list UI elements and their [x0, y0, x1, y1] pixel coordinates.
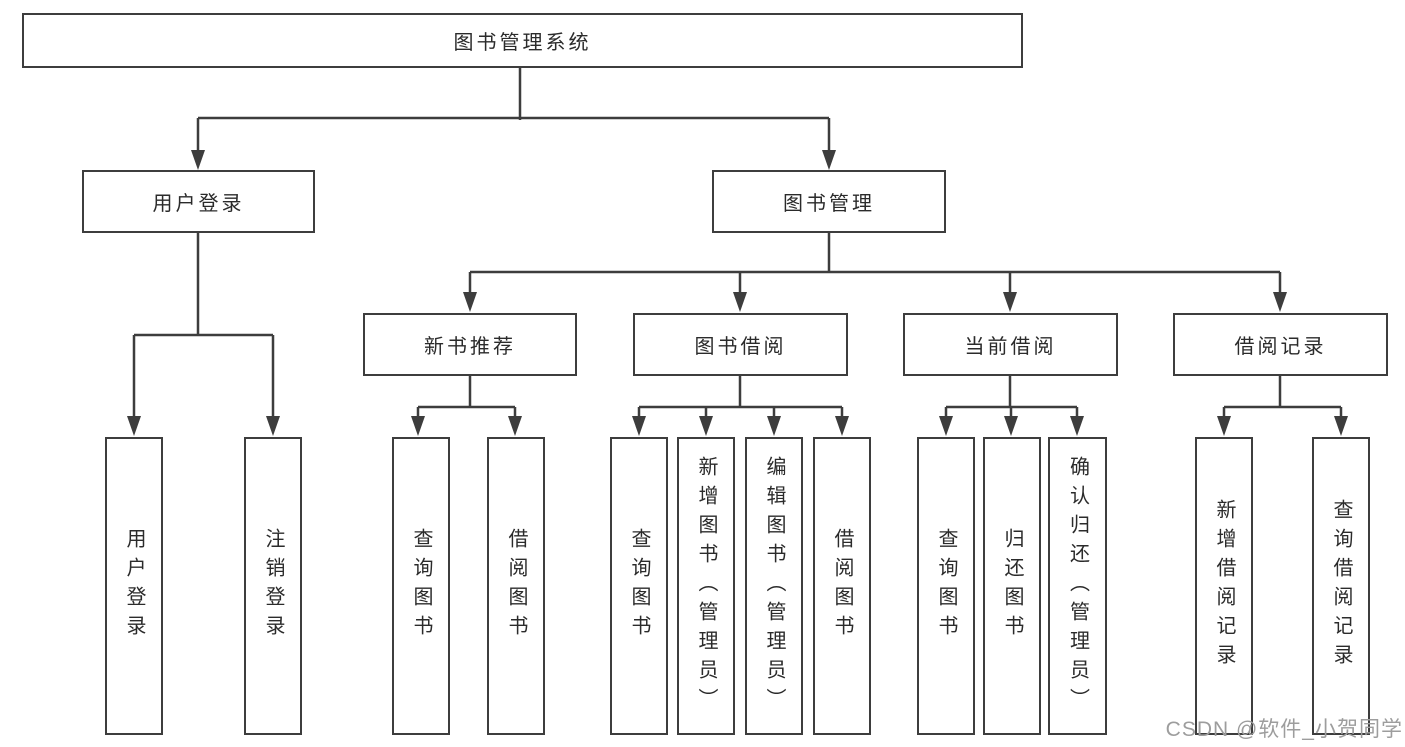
node-label: 借阅图书 [831, 528, 853, 644]
leaf-query-books-recommend: 查询图书 [392, 437, 450, 735]
node-label: 用户登录 [152, 193, 245, 215]
node-label: 图书管理系统 [453, 32, 592, 54]
arrowhead-icon [1217, 416, 1231, 436]
arrowhead-icon [508, 416, 522, 436]
leaf-return-books: 归还图书 [983, 437, 1041, 735]
leaf-confirm-return-admin: 确认归还（管理员） [1048, 437, 1107, 735]
arrowhead-icon [411, 416, 425, 436]
leaf-borrow-books: 借阅图书 [813, 437, 871, 735]
connector-borrowrecords-to-leaves [1222, 376, 1343, 419]
arrowhead-icon [463, 292, 477, 312]
leaf-user-login: 用户登录 [105, 437, 163, 735]
node-label: 当前借阅 [964, 336, 1057, 358]
node-label: 图书借阅 [694, 336, 787, 358]
leaf-borrow-books-recommend: 借阅图书 [487, 437, 545, 735]
connector-bookmgmt-to-level3 [468, 233, 1282, 295]
csdn-watermark: CSDN @软件_小贺同学 [1165, 718, 1403, 741]
node-label: 查询图书 [410, 528, 432, 644]
arrowhead-icon [767, 416, 781, 436]
arrowhead-icon [1004, 416, 1018, 436]
node-label: 新增图书（管理员） [695, 455, 717, 717]
arrowhead-icon [266, 416, 280, 436]
leaf-query-books-current: 查询图书 [917, 437, 975, 735]
arrowhead-icon [733, 292, 747, 312]
arrowhead-icon [1070, 416, 1084, 436]
arrowhead-icon [632, 416, 646, 436]
node-label: 查询图书 [935, 528, 957, 644]
arrowhead-icon [822, 150, 836, 170]
leaf-add-book-admin: 新增图书（管理员） [677, 437, 735, 735]
arrowhead-icon [127, 416, 141, 436]
arrowhead-icon [1273, 292, 1287, 312]
arrowhead-icon [191, 150, 205, 170]
arrowhead-icon [939, 416, 953, 436]
node-new-book-recommend: 新书推荐 [363, 313, 577, 376]
node-label: 图书管理 [783, 193, 875, 215]
node-label: 注销登录 [262, 528, 284, 644]
arrowhead-icon [1003, 292, 1017, 312]
node-label: 新书推荐 [424, 336, 516, 358]
leaf-edit-book-admin: 编辑图书（管理员） [745, 437, 803, 735]
node-label: 编辑图书（管理员） [763, 455, 785, 717]
arrowheads [127, 150, 1348, 436]
node-borrow-records: 借阅记录 [1173, 313, 1388, 376]
node-label: 新增借阅记录 [1213, 499, 1235, 673]
node-label: 查询借阅记录 [1330, 499, 1352, 673]
node-root: 图书管理系统 [22, 13, 1023, 68]
connector-userlogin-to-leaves [132, 233, 275, 419]
node-label: 归还图书 [1001, 528, 1023, 644]
leaf-logout: 注销登录 [244, 437, 302, 735]
node-book-borrow: 图书借阅 [633, 313, 848, 376]
node-book-management: 图书管理 [712, 170, 946, 233]
node-current-borrow: 当前借阅 [903, 313, 1118, 376]
leaf-query-books-borrow: 查询图书 [610, 437, 668, 735]
node-label: 查询图书 [628, 528, 650, 644]
node-user-login: 用户登录 [82, 170, 315, 233]
connector-root-to-level2 [196, 68, 831, 153]
connector-newbookrec-to-leaves [416, 376, 517, 419]
arrowhead-icon [699, 416, 713, 436]
node-label: 确认归还（管理员） [1066, 455, 1089, 717]
node-label: 用户登录 [123, 528, 145, 644]
leaf-query-borrow-record: 查询借阅记录 [1312, 437, 1370, 735]
connector-bookborrow-to-leaves [637, 376, 844, 419]
leaf-add-borrow-record: 新增借阅记录 [1195, 437, 1253, 735]
arrowhead-icon [835, 416, 849, 436]
connector-currentborrow-to-leaves [944, 376, 1079, 419]
node-label: 借阅记录 [1234, 336, 1327, 358]
arrowhead-icon [1334, 416, 1348, 436]
node-label: 借阅图书 [505, 528, 527, 644]
